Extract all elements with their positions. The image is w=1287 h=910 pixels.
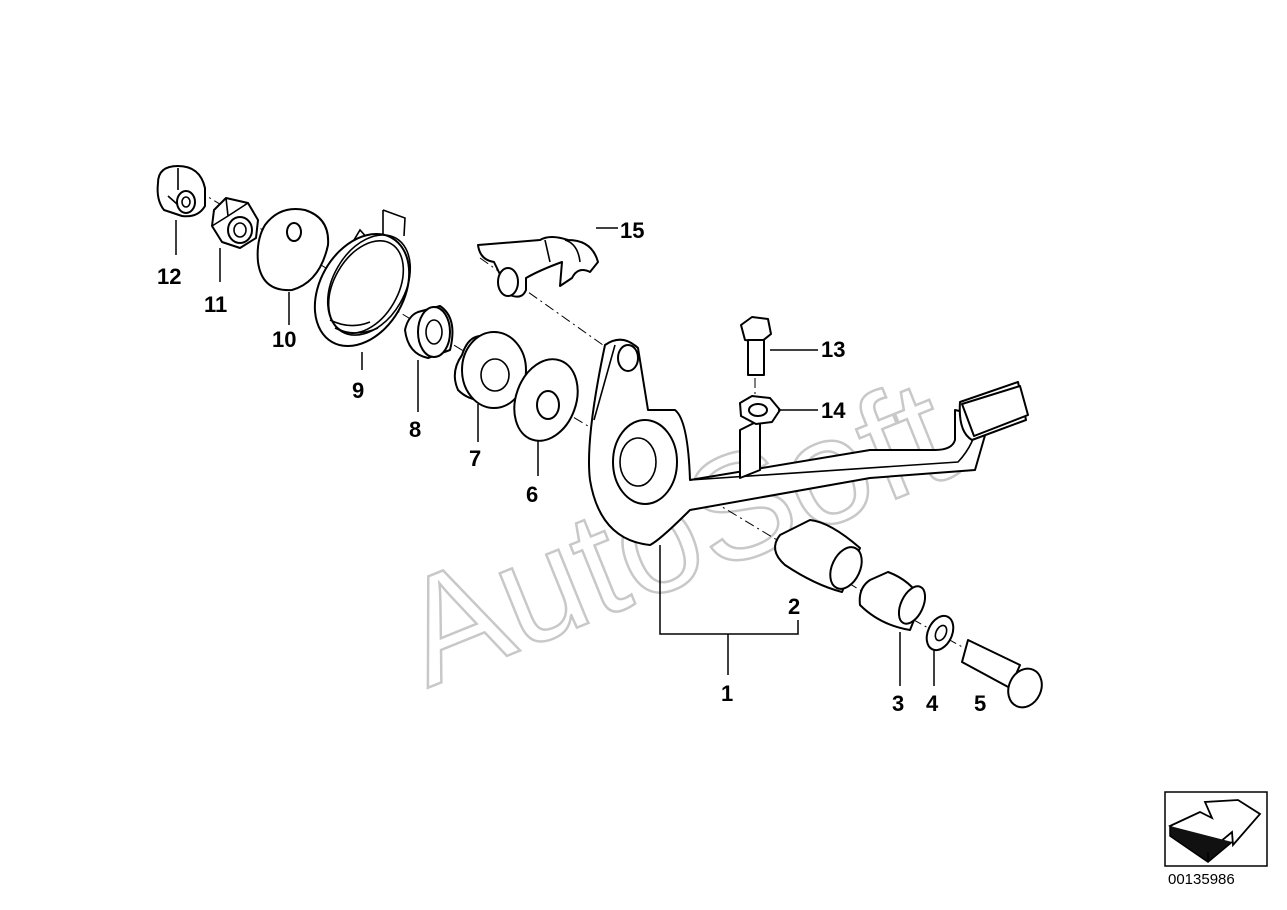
part-11-hex-nut <box>211 197 259 249</box>
part-14-nut <box>739 395 781 425</box>
callout-14: 14 <box>821 398 846 423</box>
callout-10: 10 <box>272 327 296 352</box>
callout-11: 11 <box>204 292 227 317</box>
part-3-bushing <box>858 571 927 631</box>
callout-8: 8 <box>409 417 421 442</box>
part-6-washer <box>513 358 579 442</box>
watermark: AutoSoft <box>375 345 974 719</box>
callout-6: 6 <box>526 482 538 507</box>
callout-5: 5 <box>974 691 986 716</box>
diagram-id: 00135986 <box>1168 871 1235 888</box>
part-7-flanged-bushing <box>453 331 527 409</box>
part-4-washer <box>925 614 955 652</box>
part-12-cap-nut <box>156 165 206 218</box>
part-2-bushing <box>774 519 863 593</box>
part-8-bushing <box>404 305 454 359</box>
callout-2: 2 <box>788 594 800 619</box>
part-1-brake-pedal <box>588 338 1029 546</box>
callout-15: 15 <box>620 218 644 243</box>
callout-1: 1 <box>721 681 733 706</box>
leader-lines <box>175 220 935 686</box>
part-10-washer <box>256 208 330 292</box>
callouts: 12 11 10 9 8 7 6 15 13 14 2 1 3 4 5 <box>157 218 986 716</box>
callout-3: 3 <box>892 691 904 716</box>
callout-12: 12 <box>157 264 181 289</box>
callout-4: 4 <box>926 691 939 716</box>
callout-7: 7 <box>469 446 481 471</box>
reference-box: 00135986 <box>1164 791 1268 888</box>
part-9-spring <box>313 209 412 348</box>
part-15-pin-clip <box>477 236 599 298</box>
forward-arrow-icon <box>1168 799 1262 863</box>
watermark-text: AutoSoft <box>377 346 973 717</box>
callout-9: 9 <box>352 378 364 403</box>
part-5-shoulder-bolt <box>961 639 1043 709</box>
part-13-bolt <box>740 316 772 376</box>
callout-13: 13 <box>821 337 845 362</box>
